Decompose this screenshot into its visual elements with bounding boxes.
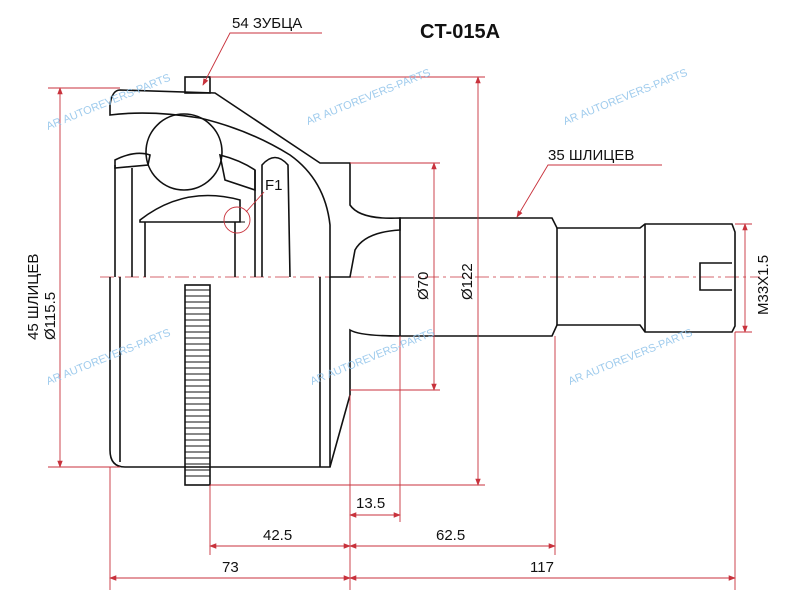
svg-text:AR: AR (305, 111, 324, 128)
svg-text:AR: AR (45, 371, 64, 388)
dim-117: 117 (530, 559, 554, 576)
abs-diameter-label: Ø122 (459, 263, 476, 300)
dimensions (48, 32, 752, 590)
part-number: CT-015A (420, 21, 500, 43)
svg-text:AUTOREVERS-PARTS: AUTOREVERS-PARTS (583, 327, 694, 381)
abs-ring (184, 284, 211, 486)
svg-text:AUTOREVERS-PARTS: AUTOREVERS-PARTS (321, 67, 432, 121)
dim-13-5: 13.5 (356, 495, 385, 512)
dim-73: 73 (222, 559, 239, 576)
svg-text:AUTOREVERS-PARTS: AUTOREVERS-PARTS (61, 327, 172, 381)
shaft (399, 217, 736, 337)
inner-splines-label: 45 ШЛИЦЕВ (25, 254, 42, 340)
inner-race (139, 194, 241, 223)
svg-text:AUTOREVERS-PARTS: AUTOREVERS-PARTS (61, 72, 172, 126)
svg-text:AR: AR (309, 371, 328, 388)
svg-text:AUTOREVERS-PARTS: AUTOREVERS-PARTS (578, 67, 689, 121)
outer-diameter-label: Ø115.5 (42, 292, 59, 340)
thread-label: M33X1.5 (755, 255, 772, 315)
ball (145, 113, 223, 191)
shaft-splines-label: 35 ШЛИЦЕВ (548, 147, 634, 164)
dim-62-5: 62.5 (436, 527, 465, 544)
teeth-label: 54 ЗУБЦА (232, 15, 302, 32)
housing-section (109, 76, 401, 278)
abs-tooth (184, 76, 211, 94)
svg-text:AR: AR (45, 116, 64, 133)
svg-text:AR: AR (562, 111, 581, 128)
f1-label: F1 (265, 177, 283, 194)
dim-42-5: 42.5 (263, 527, 292, 544)
svg-text:AR: AR (567, 371, 586, 388)
f1-detail-circle (223, 206, 251, 234)
shaft-diameter-label: Ø70 (415, 272, 432, 300)
housing-lower (109, 277, 401, 486)
